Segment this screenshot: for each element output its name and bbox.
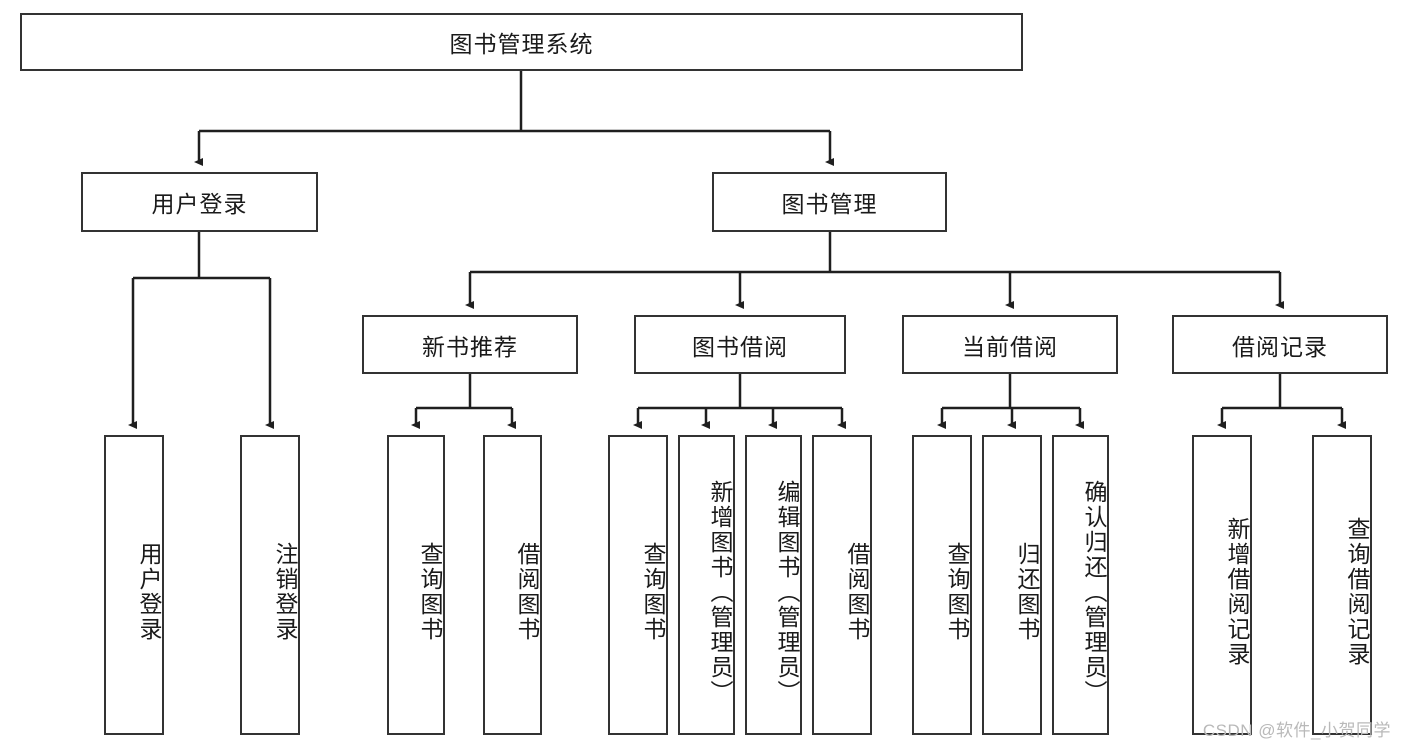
node-leaf-query-book-current-label: 查询图书 bbox=[944, 542, 970, 642]
node-leaf-borrow-book-recommend-label: 借阅图书 bbox=[514, 542, 540, 642]
node-leaf-query-borrow-record-label: 查询借阅记录 bbox=[1344, 517, 1370, 667]
node-new-book-recommend[interactable]: 新书推荐 bbox=[362, 315, 578, 374]
node-leaf-logout-login-label: 注销登录 bbox=[272, 542, 298, 642]
node-book-borrow-label: 图书借阅 bbox=[692, 333, 788, 360]
node-leaf-query-book-borrow-label: 查询图书 bbox=[640, 542, 666, 642]
node-leaf-edit-book-admin[interactable]: 编辑图书（管理员） bbox=[745, 435, 802, 735]
node-user-login[interactable]: 用户登录 bbox=[81, 172, 318, 232]
node-borrow-records[interactable]: 借阅记录 bbox=[1172, 315, 1388, 374]
node-leaf-confirm-return-admin[interactable]: 确认归还（管理员） bbox=[1052, 435, 1109, 735]
node-leaf-borrow-book-recommend[interactable]: 借阅图书 bbox=[483, 435, 542, 735]
node-borrow-records-label: 借阅记录 bbox=[1232, 333, 1328, 360]
node-leaf-add-book-admin[interactable]: 新增图书（管理员） bbox=[678, 435, 735, 735]
node-leaf-query-borrow-record[interactable]: 查询借阅记录 bbox=[1312, 435, 1372, 735]
node-leaf-query-book-current[interactable]: 查询图书 bbox=[912, 435, 972, 735]
node-leaf-borrow-book-label: 借阅图书 bbox=[844, 542, 870, 642]
node-new-book-recommend-label: 新书推荐 bbox=[422, 333, 518, 360]
node-leaf-query-book-recommend[interactable]: 查询图书 bbox=[387, 435, 445, 735]
node-leaf-query-book-recommend-label: 查询图书 bbox=[417, 542, 443, 642]
node-leaf-query-book-borrow[interactable]: 查询图书 bbox=[608, 435, 668, 735]
node-leaf-return-book-label: 归还图书 bbox=[1014, 542, 1040, 642]
watermark-text: CSDN @软件_小贺同学 bbox=[1202, 721, 1391, 740]
node-leaf-confirm-return-admin-label: 确认归还（管理员） bbox=[1081, 479, 1107, 705]
node-leaf-return-book[interactable]: 归还图书 bbox=[982, 435, 1042, 735]
node-leaf-add-borrow-record[interactable]: 新增借阅记录 bbox=[1192, 435, 1252, 735]
node-leaf-user-login-label: 用户登录 bbox=[136, 542, 162, 642]
node-book-management[interactable]: 图书管理 bbox=[712, 172, 947, 232]
node-book-management-label: 图书管理 bbox=[781, 191, 878, 217]
node-leaf-borrow-book[interactable]: 借阅图书 bbox=[812, 435, 872, 735]
node-leaf-add-borrow-record-label: 新增借阅记录 bbox=[1224, 517, 1250, 667]
node-root[interactable]: 图书管理系统 bbox=[20, 13, 1023, 71]
node-current-borrow-label: 当前借阅 bbox=[962, 333, 1058, 360]
node-leaf-logout-login[interactable]: 注销登录 bbox=[240, 435, 300, 735]
node-user-login-label: 用户登录 bbox=[151, 191, 248, 217]
node-leaf-user-login[interactable]: 用户登录 bbox=[104, 435, 164, 735]
node-book-borrow[interactable]: 图书借阅 bbox=[634, 315, 846, 374]
node-leaf-edit-book-admin-label: 编辑图书（管理员） bbox=[774, 479, 800, 705]
node-current-borrow[interactable]: 当前借阅 bbox=[902, 315, 1118, 374]
node-root-label: 图书管理系统 bbox=[449, 31, 594, 57]
node-leaf-add-book-admin-label: 新增图书（管理员） bbox=[707, 479, 733, 705]
